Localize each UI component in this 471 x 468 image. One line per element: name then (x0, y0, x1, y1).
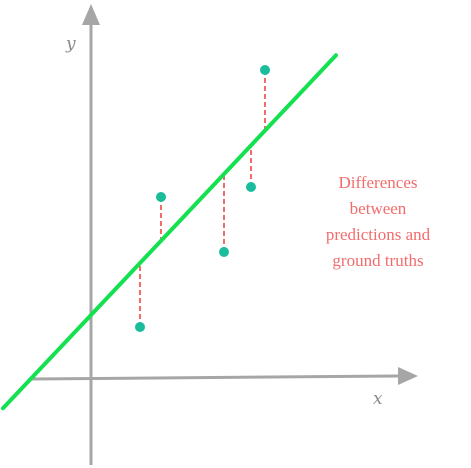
y-axis-arrowhead (82, 4, 100, 25)
annotation-line-1: Differences (338, 173, 418, 192)
data-point (260, 65, 270, 75)
annotation-line-3: predictions and (325, 225, 431, 244)
residual-lines (139, 70, 266, 327)
x-axis-arrowhead (398, 367, 418, 385)
x-axis-line (30, 374, 401, 381)
data-points (135, 65, 270, 332)
data-point (219, 247, 229, 257)
x-axis-label: x (373, 389, 383, 409)
residual-annotation: Differences between predictions and grou… (298, 170, 458, 274)
data-point (156, 192, 166, 202)
annotation-line-2: between (349, 199, 407, 218)
y-axis-label: y (65, 34, 76, 54)
data-point (135, 322, 145, 332)
data-point (246, 182, 256, 192)
regression-line (1, 53, 338, 411)
annotation-line-4: ground truths (332, 251, 424, 270)
